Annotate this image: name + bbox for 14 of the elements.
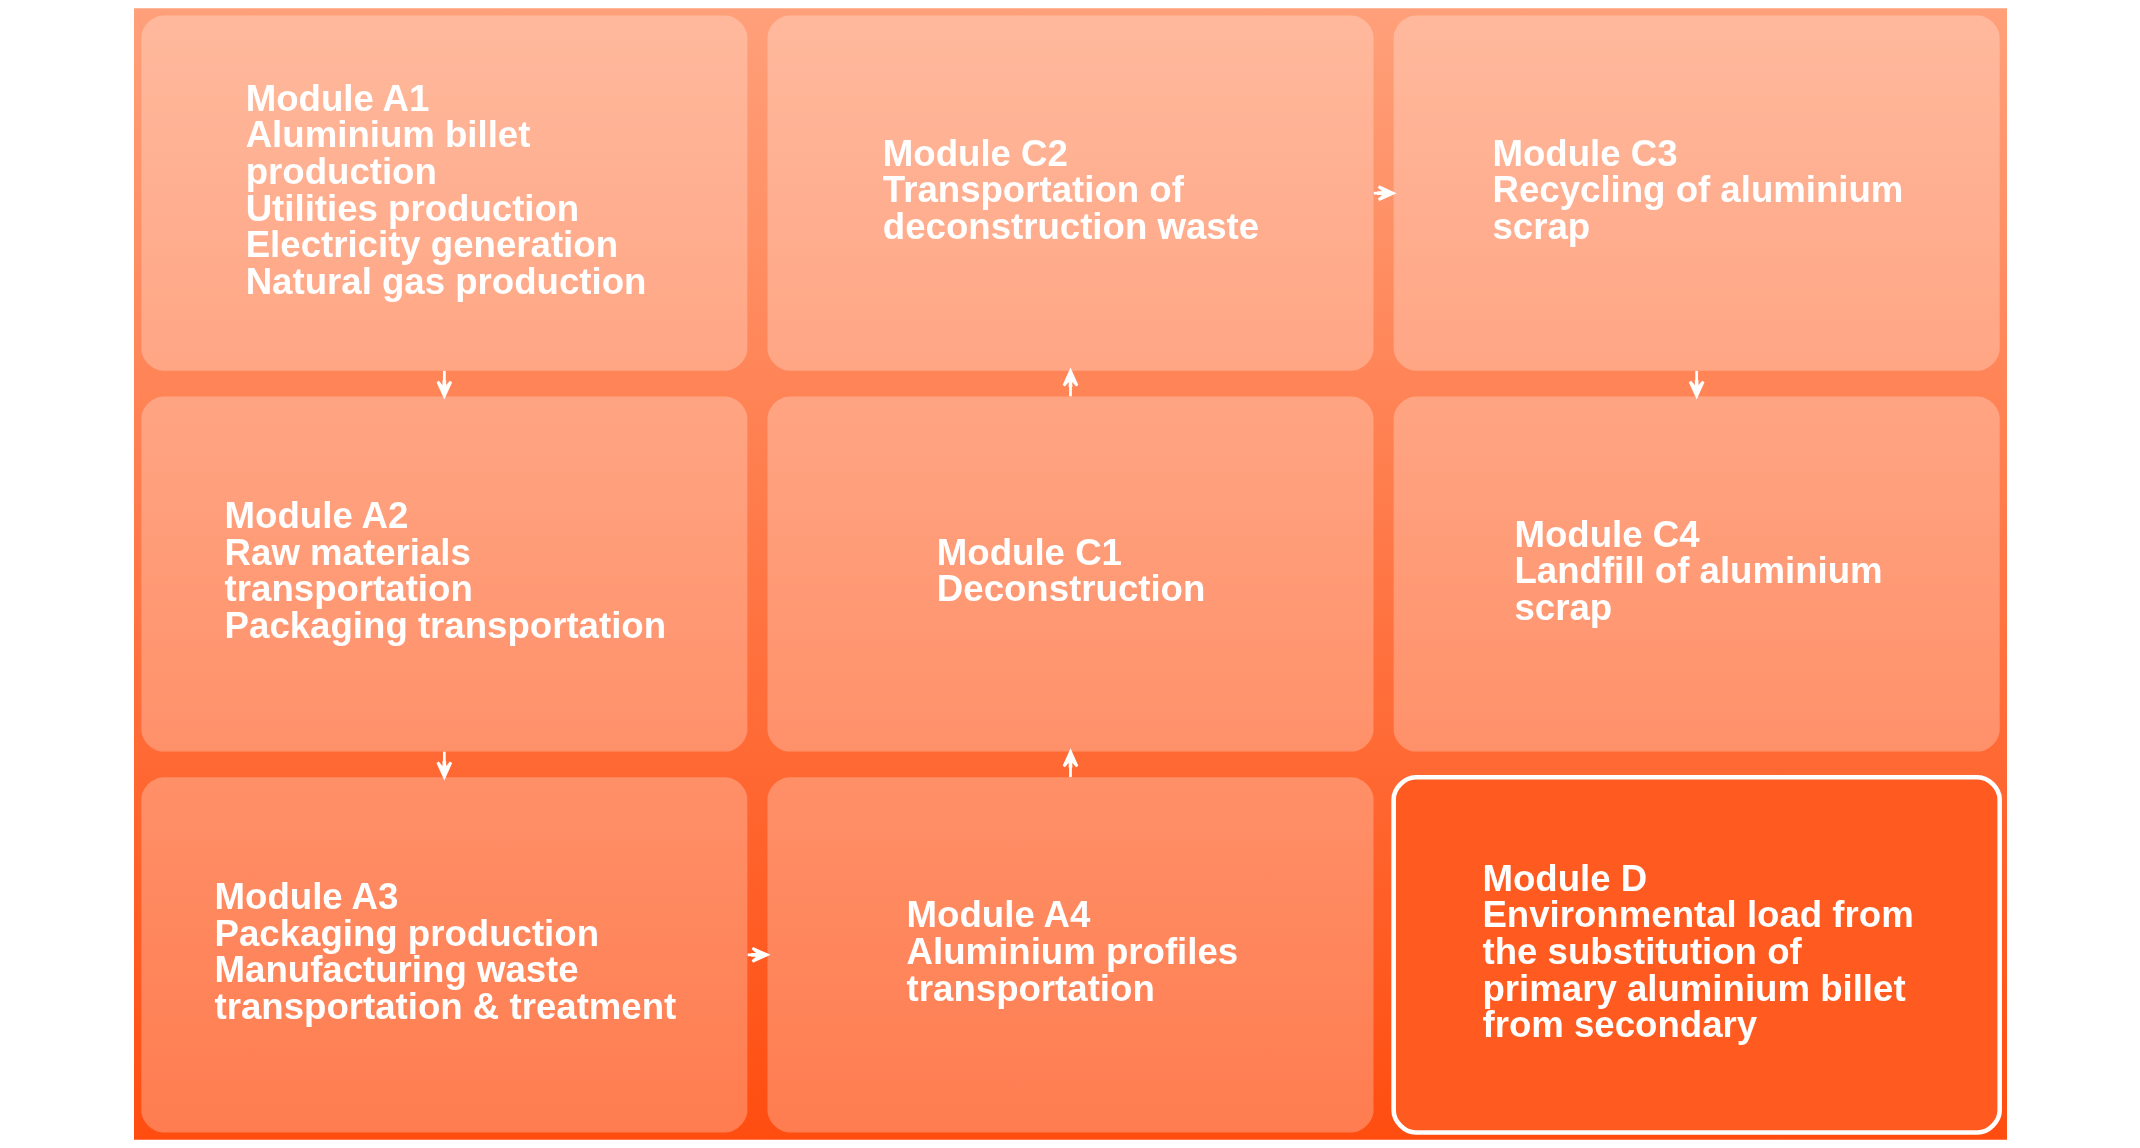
node-box: Module C4 Landfill of aluminium scrap [1393,396,2000,752]
arrow [1062,750,1078,778]
node-box: Module D Environmental load from the substitution of primary aluminium billet from secondary [1390,774,2002,1135]
node-box: Module C3 Recycling of aluminium scrap [1393,15,2000,371]
node-box: Module A1 Aluminium billet production Utilities production Electricity generation Natural gas production [140,15,747,371]
node-box: Module A3 Packaging production Manufacturing waste transportation & treatment [140,777,747,1133]
arrow [435,751,452,779]
arrow [1688,370,1705,398]
node-box: Module A2 Raw materials transportation Packaging transportation [140,396,747,752]
arrow [1062,369,1078,397]
node-box: Module A4 Aluminium profiles transportation [767,777,1373,1133]
node-box: Module C2 Transportation of deconstruction waste [767,15,1373,371]
arrow [435,370,452,398]
node-box: Module C1 Deconstruction [767,396,1373,752]
